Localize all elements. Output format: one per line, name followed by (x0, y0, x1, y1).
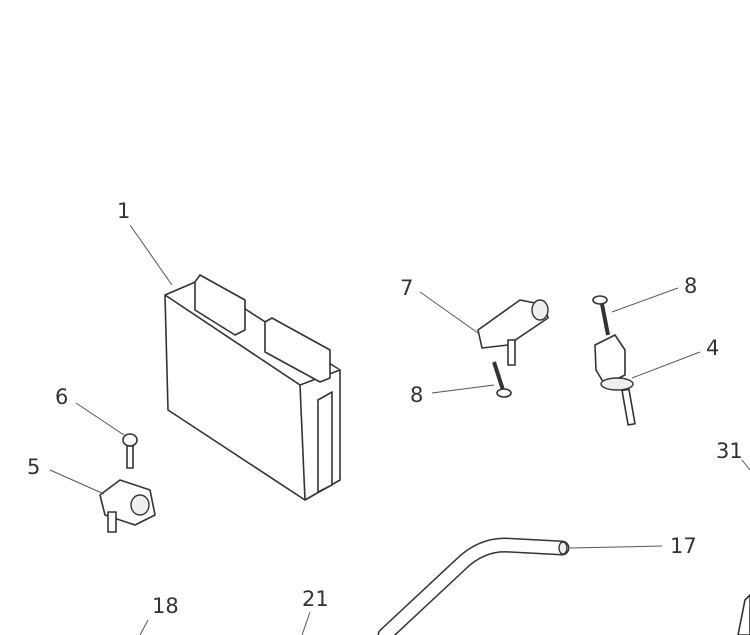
callout-18: 18 (152, 594, 179, 618)
leader-6 (75, 402, 125, 436)
sensor-4 (594, 334, 636, 426)
leader-21 (301, 611, 311, 635)
callout-5: 5 (27, 455, 40, 479)
bolt-6 (122, 433, 138, 469)
leader-5 (49, 469, 105, 495)
callout-31: 31 (716, 439, 743, 463)
leader-18 (139, 619, 149, 635)
callout-6: 6 (55, 385, 68, 409)
pipe-17 (377, 537, 570, 635)
leader-7 (419, 291, 479, 334)
leader-17 (569, 545, 663, 549)
leader-4 (631, 351, 701, 379)
callout-7: 7 (400, 276, 413, 300)
sensor-5 (99, 479, 156, 533)
ecu-module (164, 274, 341, 501)
leader-8-lower (431, 384, 495, 394)
callout-21: 21 (302, 587, 329, 611)
callout-1: 1 (117, 199, 130, 223)
screw-8-upper (592, 295, 610, 336)
screw-8-lower (492, 361, 512, 398)
leader-31 (741, 459, 750, 471)
leader-8-upper (611, 287, 679, 313)
callout-4: 4 (706, 336, 719, 360)
leader-1 (129, 224, 173, 286)
part-31-fragment (737, 594, 750, 635)
callout-17: 17 (670, 534, 697, 558)
callout-8-upper: 8 (684, 274, 697, 298)
callout-8-lower: 8 (410, 383, 423, 407)
sensor-7 (477, 299, 549, 366)
